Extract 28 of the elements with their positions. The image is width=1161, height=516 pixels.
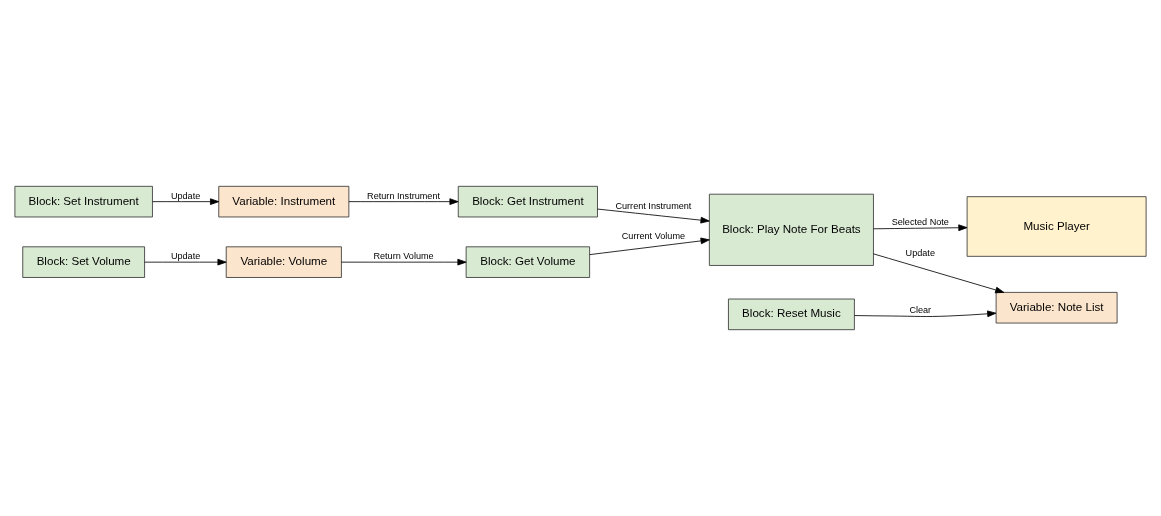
arrow [144, 258, 227, 266]
edge-label: Return Volume [373, 251, 434, 262]
node-box: Block: Set Volume [22, 246, 145, 278]
node-box: Variable: Instrument [218, 185, 350, 218]
node-box: Variable: Volume [225, 246, 342, 278]
edge-label: Current Instrument [615, 200, 692, 211]
edge-label: Update [170, 190, 201, 201]
edge-label: Selected Note [891, 216, 949, 227]
arrow [341, 258, 467, 266]
node-box: Block: Play Note For Beats [708, 193, 874, 266]
node-box: Block: Get Instrument [457, 185, 598, 218]
node-box: Variable: Note List [995, 291, 1118, 324]
edge-label: Return Instrument [367, 190, 441, 201]
node-box: Block: Reset Music [728, 298, 855, 331]
arrow [873, 253, 1005, 294]
node-box: Block: Get Volume [465, 246, 591, 278]
edge-label: Update [905, 248, 935, 259]
edge-label: Clear [909, 305, 932, 316]
arrow [589, 237, 710, 256]
node-box: Block: Set Instrument [14, 185, 153, 218]
arrow [348, 198, 459, 205]
arrow [854, 310, 997, 318]
edge-label: Update [170, 251, 201, 262]
arrow [597, 208, 710, 224]
arrow [152, 198, 220, 205]
arrow [873, 224, 968, 232]
edge-label: Current Volume [621, 230, 686, 241]
node-box: Music Player [966, 196, 1147, 257]
